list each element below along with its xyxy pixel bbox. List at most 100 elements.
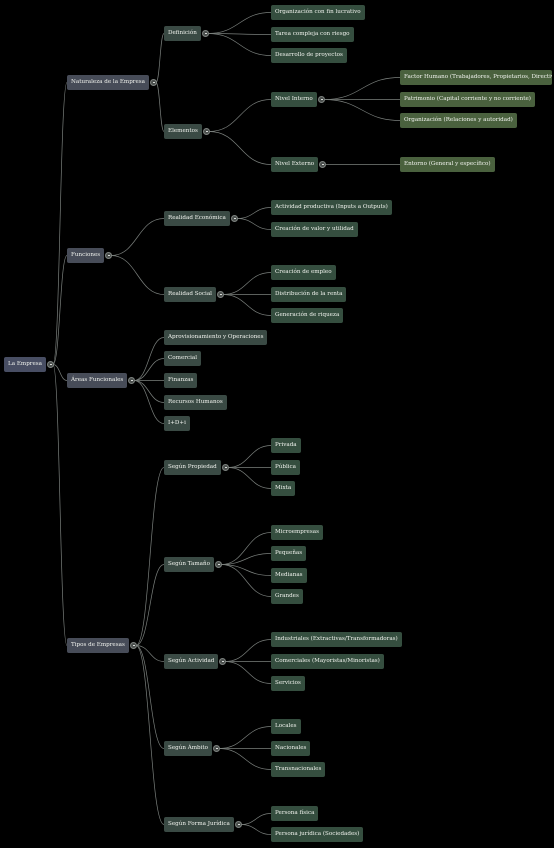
link-areas-idi xyxy=(133,380,165,424)
node-creacion-valor[interactable]: Creación de valor y utilidad xyxy=(271,222,358,237)
collapse-toggle-icon-realidad-economica[interactable] xyxy=(231,215,238,222)
node-def-desarrollo[interactable]: Desarrollo de proyectos xyxy=(271,48,347,63)
node-segun-ambito[interactable]: Según Ámbito xyxy=(164,741,213,756)
node-privada[interactable]: Privada xyxy=(271,438,301,453)
collapse-toggle-icon-naturaleza[interactable] xyxy=(150,79,157,86)
node-mixta[interactable]: Mixta xyxy=(271,481,296,496)
node-funciones[interactable]: Funciones xyxy=(67,248,105,263)
link-areas-rrhh xyxy=(133,380,165,403)
link-tipos-segun-tamano xyxy=(135,564,165,646)
node-def-organizacion[interactable]: Organización con fin lucrativo xyxy=(271,5,365,20)
link-segun-ambito-locales xyxy=(218,726,272,749)
node-elementos[interactable]: Elementos xyxy=(164,124,202,139)
link-segun-tamano-medianas xyxy=(220,564,272,576)
link-realidad-economica-actividad-productiva xyxy=(236,207,272,219)
node-segun-tamano[interactable]: Según Tamaño xyxy=(164,557,214,572)
node-la-empresa[interactable]: La Empresa xyxy=(4,357,46,372)
node-persona-juridica[interactable]: Persona jurídica (Sociedades) xyxy=(271,827,364,842)
collapse-toggle-icon-funciones[interactable] xyxy=(105,252,112,259)
node-def-tarea[interactable]: Tarea compleja con riesgo xyxy=(271,27,354,42)
node-comercial[interactable]: Comercial xyxy=(164,351,201,366)
link-tipos-segun-forma xyxy=(135,645,165,825)
node-transnacionales[interactable]: Transnacionales xyxy=(271,762,326,777)
link-realidad-social-creacion-empleo xyxy=(222,272,272,295)
collapse-toggle-icon-nivel-interno[interactable] xyxy=(318,96,325,103)
node-microempresas[interactable]: Microempresas xyxy=(271,525,323,540)
node-industriales[interactable]: Industriales (Extractivas/Transformadora… xyxy=(271,632,402,647)
node-definicion[interactable]: Definición xyxy=(164,26,201,41)
node-segun-forma[interactable]: Según Forma Jurídica xyxy=(164,817,234,832)
link-realidad-social-generacion-riqueza xyxy=(222,294,272,316)
node-publica[interactable]: Pública xyxy=(271,460,300,475)
node-segun-propiedad[interactable]: Según Propiedad xyxy=(164,460,221,475)
node-entorno[interactable]: Entorno (General y específico) xyxy=(400,157,495,172)
node-generacion-riqueza[interactable]: Generación de riqueza xyxy=(271,308,344,323)
link-la-empresa-areas xyxy=(52,364,68,381)
link-segun-actividad-industriales xyxy=(224,639,272,662)
link-nivel-interno-organizacion-rel xyxy=(323,99,401,121)
link-funciones-realidad-economica xyxy=(110,218,165,256)
collapse-toggle-icon-segun-propiedad[interactable] xyxy=(222,464,229,471)
link-definicion-def-organizacion xyxy=(207,12,272,34)
node-rrhh[interactable]: Recursos Humanos xyxy=(164,395,227,410)
collapse-toggle-icon-segun-actividad[interactable] xyxy=(219,658,226,665)
node-nivel-interno[interactable]: Nivel Interno xyxy=(271,92,317,107)
node-servicios[interactable]: Servicios xyxy=(271,676,305,691)
node-aprovisionamiento[interactable]: Aprovisionamiento y Operaciones xyxy=(164,330,268,345)
collapse-toggle-icon-elementos[interactable] xyxy=(203,128,210,135)
node-tipos[interactable]: Tipos de Empresas xyxy=(67,638,129,653)
node-locales[interactable]: Locales xyxy=(271,719,301,734)
node-nacionales[interactable]: Nacionales xyxy=(271,741,311,756)
node-areas[interactable]: Áreas Funcionales xyxy=(67,373,128,388)
link-segun-tamano-grandes xyxy=(220,564,272,597)
node-finanzas[interactable]: Finanzas xyxy=(164,373,198,388)
collapse-toggle-icon-definicion[interactable] xyxy=(202,30,209,37)
node-medianas[interactable]: Medianas xyxy=(271,568,307,583)
link-tipos-segun-propiedad xyxy=(135,467,165,646)
link-segun-propiedad-mixta xyxy=(227,467,272,489)
node-comerciales[interactable]: Comerciales (Mayoristas/Minoristas) xyxy=(271,654,384,669)
collapse-toggle-icon-segun-ambito[interactable] xyxy=(213,745,220,752)
collapse-toggle-icon-areas[interactable] xyxy=(128,377,135,384)
link-realidad-economica-creacion-valor xyxy=(236,218,272,230)
link-la-empresa-naturaleza xyxy=(52,82,68,365)
node-grandes[interactable]: Grandes xyxy=(271,589,303,604)
link-funciones-realidad-social xyxy=(110,255,165,295)
node-realidad-economica[interactable]: Realidad Económica xyxy=(164,211,230,226)
node-persona-fisica[interactable]: Persona física xyxy=(271,806,319,821)
link-nivel-interno-factor-humano xyxy=(323,77,401,100)
collapse-toggle-icon-la-empresa[interactable] xyxy=(47,361,54,368)
link-segun-actividad-servicios xyxy=(224,661,272,684)
node-naturaleza[interactable]: Naturaleza de la Empresa xyxy=(67,75,149,90)
collapse-toggle-icon-segun-tamano[interactable] xyxy=(215,561,222,568)
link-segun-propiedad-privada xyxy=(227,445,272,468)
node-nivel-externo[interactable]: Nivel Externo xyxy=(271,157,319,172)
node-pequenas[interactable]: Pequeñas xyxy=(271,546,307,561)
node-patrimonio[interactable]: Patrimonio (Capital corriente y no corri… xyxy=(400,92,535,107)
link-elementos-nivel-externo xyxy=(208,131,272,165)
link-elementos-nivel-interno xyxy=(208,99,272,132)
link-segun-tamano-microempresas xyxy=(220,532,272,565)
collapse-toggle-icon-nivel-externo[interactable] xyxy=(319,161,326,168)
node-realidad-social[interactable]: Realidad Social xyxy=(164,287,216,302)
link-la-empresa-funciones xyxy=(52,255,68,365)
node-factor-humano[interactable]: Factor Humano (Trabajadores, Propietario… xyxy=(400,70,552,85)
link-segun-ambito-transnacionales xyxy=(218,748,272,770)
node-organizacion-rel[interactable]: Organización (Relaciones y autoridad) xyxy=(400,113,517,128)
link-segun-forma-persona-fisica xyxy=(240,813,272,825)
node-actividad-productiva[interactable]: Actividad productiva (Inputs a Outputs) xyxy=(271,200,392,215)
node-creacion-empleo[interactable]: Creación de empleo xyxy=(271,265,336,280)
collapse-toggle-icon-tipos[interactable] xyxy=(130,642,137,649)
link-tipos-segun-ambito xyxy=(135,645,165,749)
node-distribucion-renta[interactable]: Distribución de la renta xyxy=(271,287,347,302)
link-la-empresa-tipos xyxy=(52,364,68,646)
node-segun-actividad[interactable]: Según Actividad xyxy=(164,654,219,669)
link-tipos-segun-actividad xyxy=(135,645,165,662)
link-segun-forma-persona-juridica xyxy=(240,824,272,835)
collapse-toggle-icon-realidad-social[interactable] xyxy=(217,291,224,298)
link-naturaleza-definicion xyxy=(155,33,165,83)
collapse-toggle-icon-segun-forma[interactable] xyxy=(235,821,242,828)
node-idi[interactable]: I+D+i xyxy=(164,416,190,431)
